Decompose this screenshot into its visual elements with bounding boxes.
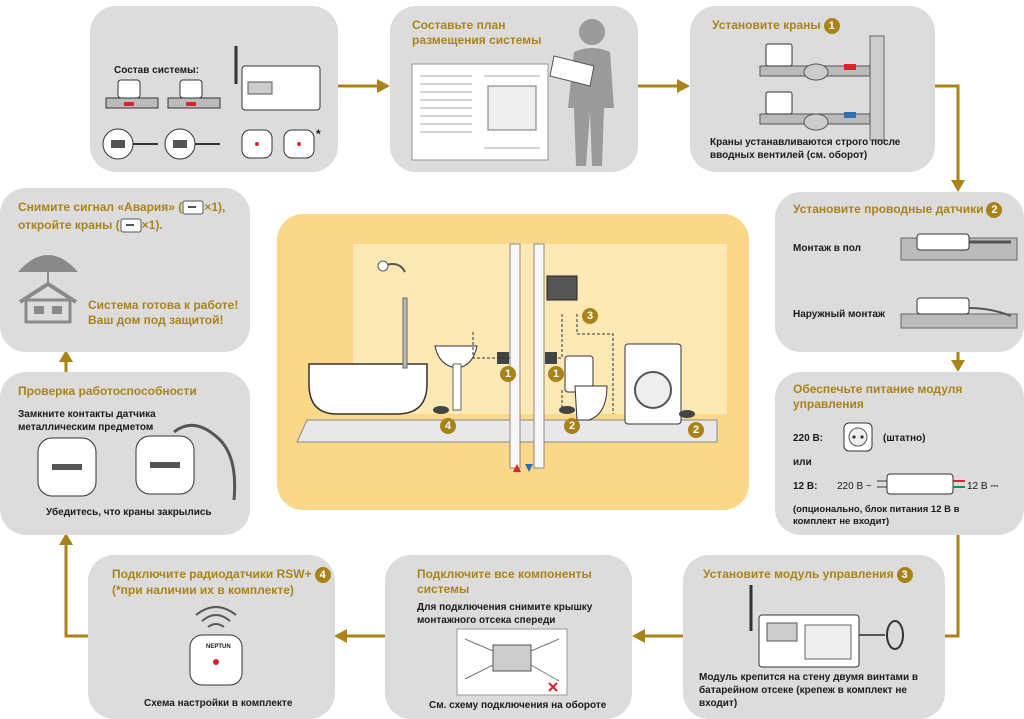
wired-sensor-icon — [164, 128, 220, 160]
step-number: 3 — [896, 567, 913, 583]
button-press-icon — [120, 218, 142, 233]
power-title: Обеспечьте питание модуля управления — [793, 382, 963, 411]
reset-line-2: откройте краны (×1). — [18, 218, 163, 233]
panel-check: Проверка работоспособности Замкните конт… — [0, 372, 250, 535]
panel-plan: Составьте план размещения системы — [390, 6, 638, 172]
valves-note: Краны устанавливаются строго после вводн… — [710, 137, 901, 161]
step-number: 4 — [314, 567, 331, 583]
asterisk-mark: * — [316, 127, 321, 141]
control-module-mount-icon — [749, 585, 904, 668]
panel-power: Обеспечьте питание модуля управления 220… — [775, 372, 1024, 535]
ready-text: Система готова к работе! Ваш дом под защ… — [88, 298, 239, 327]
psu-input-label: 220 В ~ — [837, 481, 872, 492]
panel-connect: Подключите все компоненты системы Для по… — [385, 555, 632, 719]
power-note: (опционально, блок питания 12 В в компле… — [793, 504, 960, 527]
marker-wired-sensor-1: 2 — [564, 418, 580, 434]
floor-mount-label: Монтаж в пол — [793, 243, 861, 254]
check-text: Замкните контакты датчика металлическим … — [18, 409, 156, 433]
check-title: Проверка работоспособности — [18, 384, 197, 398]
power-220-label: 220 В: — [793, 433, 824, 444]
marker-valve-2: 1 — [548, 366, 564, 382]
marker-control-module: 3 — [582, 308, 598, 324]
valve-icon — [167, 79, 221, 109]
connect-text: Для подключения снимите крышку монтажног… — [417, 602, 593, 626]
system-kit-label: Состав системы: — [114, 65, 200, 76]
bathroom-scene — [296, 243, 727, 472]
step-number: 2 — [986, 202, 1003, 218]
panel-system-kit: Состав системы: * — [90, 6, 338, 172]
power-standard-label: (штатно) — [883, 433, 926, 444]
panel-radio-sensors: Подключите радиодатчики RSW+4 (*при нали… — [88, 555, 335, 719]
radio-sensor-icon — [241, 129, 273, 159]
bathroom-illustration: 1 1 2 2 3 4 — [277, 214, 749, 510]
sensor-contact-icon — [135, 423, 237, 501]
plan-document-icon — [411, 63, 549, 161]
psu-output-label: 12 В ⎓ — [967, 481, 999, 492]
valve-icon — [105, 79, 159, 109]
control-module-note: Модуль крепится на стену двумя винтами в… — [699, 672, 919, 709]
radio-brand: NEPTUN — [206, 644, 231, 650]
valve-installation-icon — [759, 35, 885, 141]
wiring-scheme-icon — [456, 628, 568, 696]
power-or-label: или — [793, 457, 812, 468]
radio-subtitle: (*при наличии их в комплекте) — [112, 583, 294, 597]
surface-sensor-icon — [900, 297, 1018, 329]
person-reading-icon — [549, 19, 614, 166]
marker-radio-sensor: 4 — [440, 418, 456, 434]
check-footer: Убедитесь, что краны закрылись — [46, 507, 212, 518]
house-umbrella-icon — [18, 255, 78, 324]
reset-line-1: Снимите сигнал «Авария» (×1), — [18, 200, 226, 215]
radio-title: Подключите радиодатчики RSW+4 — [112, 567, 331, 583]
sensor-contact-icon — [37, 437, 97, 497]
power-supply-icon — [877, 473, 965, 495]
power-12-label: 12 В: — [793, 481, 818, 492]
radio-sensor-icon — [283, 129, 315, 159]
marker-wired-sensor-2: 2 — [688, 422, 704, 438]
panel-ready: Снимите сигнал «Авария» (×1), откройте к… — [0, 188, 250, 352]
control-module-icon — [234, 46, 321, 111]
connect-footer: См. схему подключения на обороте — [429, 700, 607, 711]
radio-footer: Схема настройки в комплекте — [144, 698, 293, 709]
button-press-icon — [182, 200, 204, 215]
radio-sensor-icon — [189, 606, 243, 686]
surface-mount-label: Наружный монтаж — [793, 309, 886, 320]
marker-valve-1: 1 — [500, 366, 516, 382]
plan-title: Составьте план размещения системы — [412, 18, 542, 47]
connect-title: Подключите все компоненты системы — [417, 567, 592, 596]
wired-sensor-icon — [102, 128, 158, 160]
socket-icon — [843, 422, 873, 452]
step-number: 1 — [823, 18, 840, 34]
floor-sensor-icon — [900, 233, 1018, 261]
